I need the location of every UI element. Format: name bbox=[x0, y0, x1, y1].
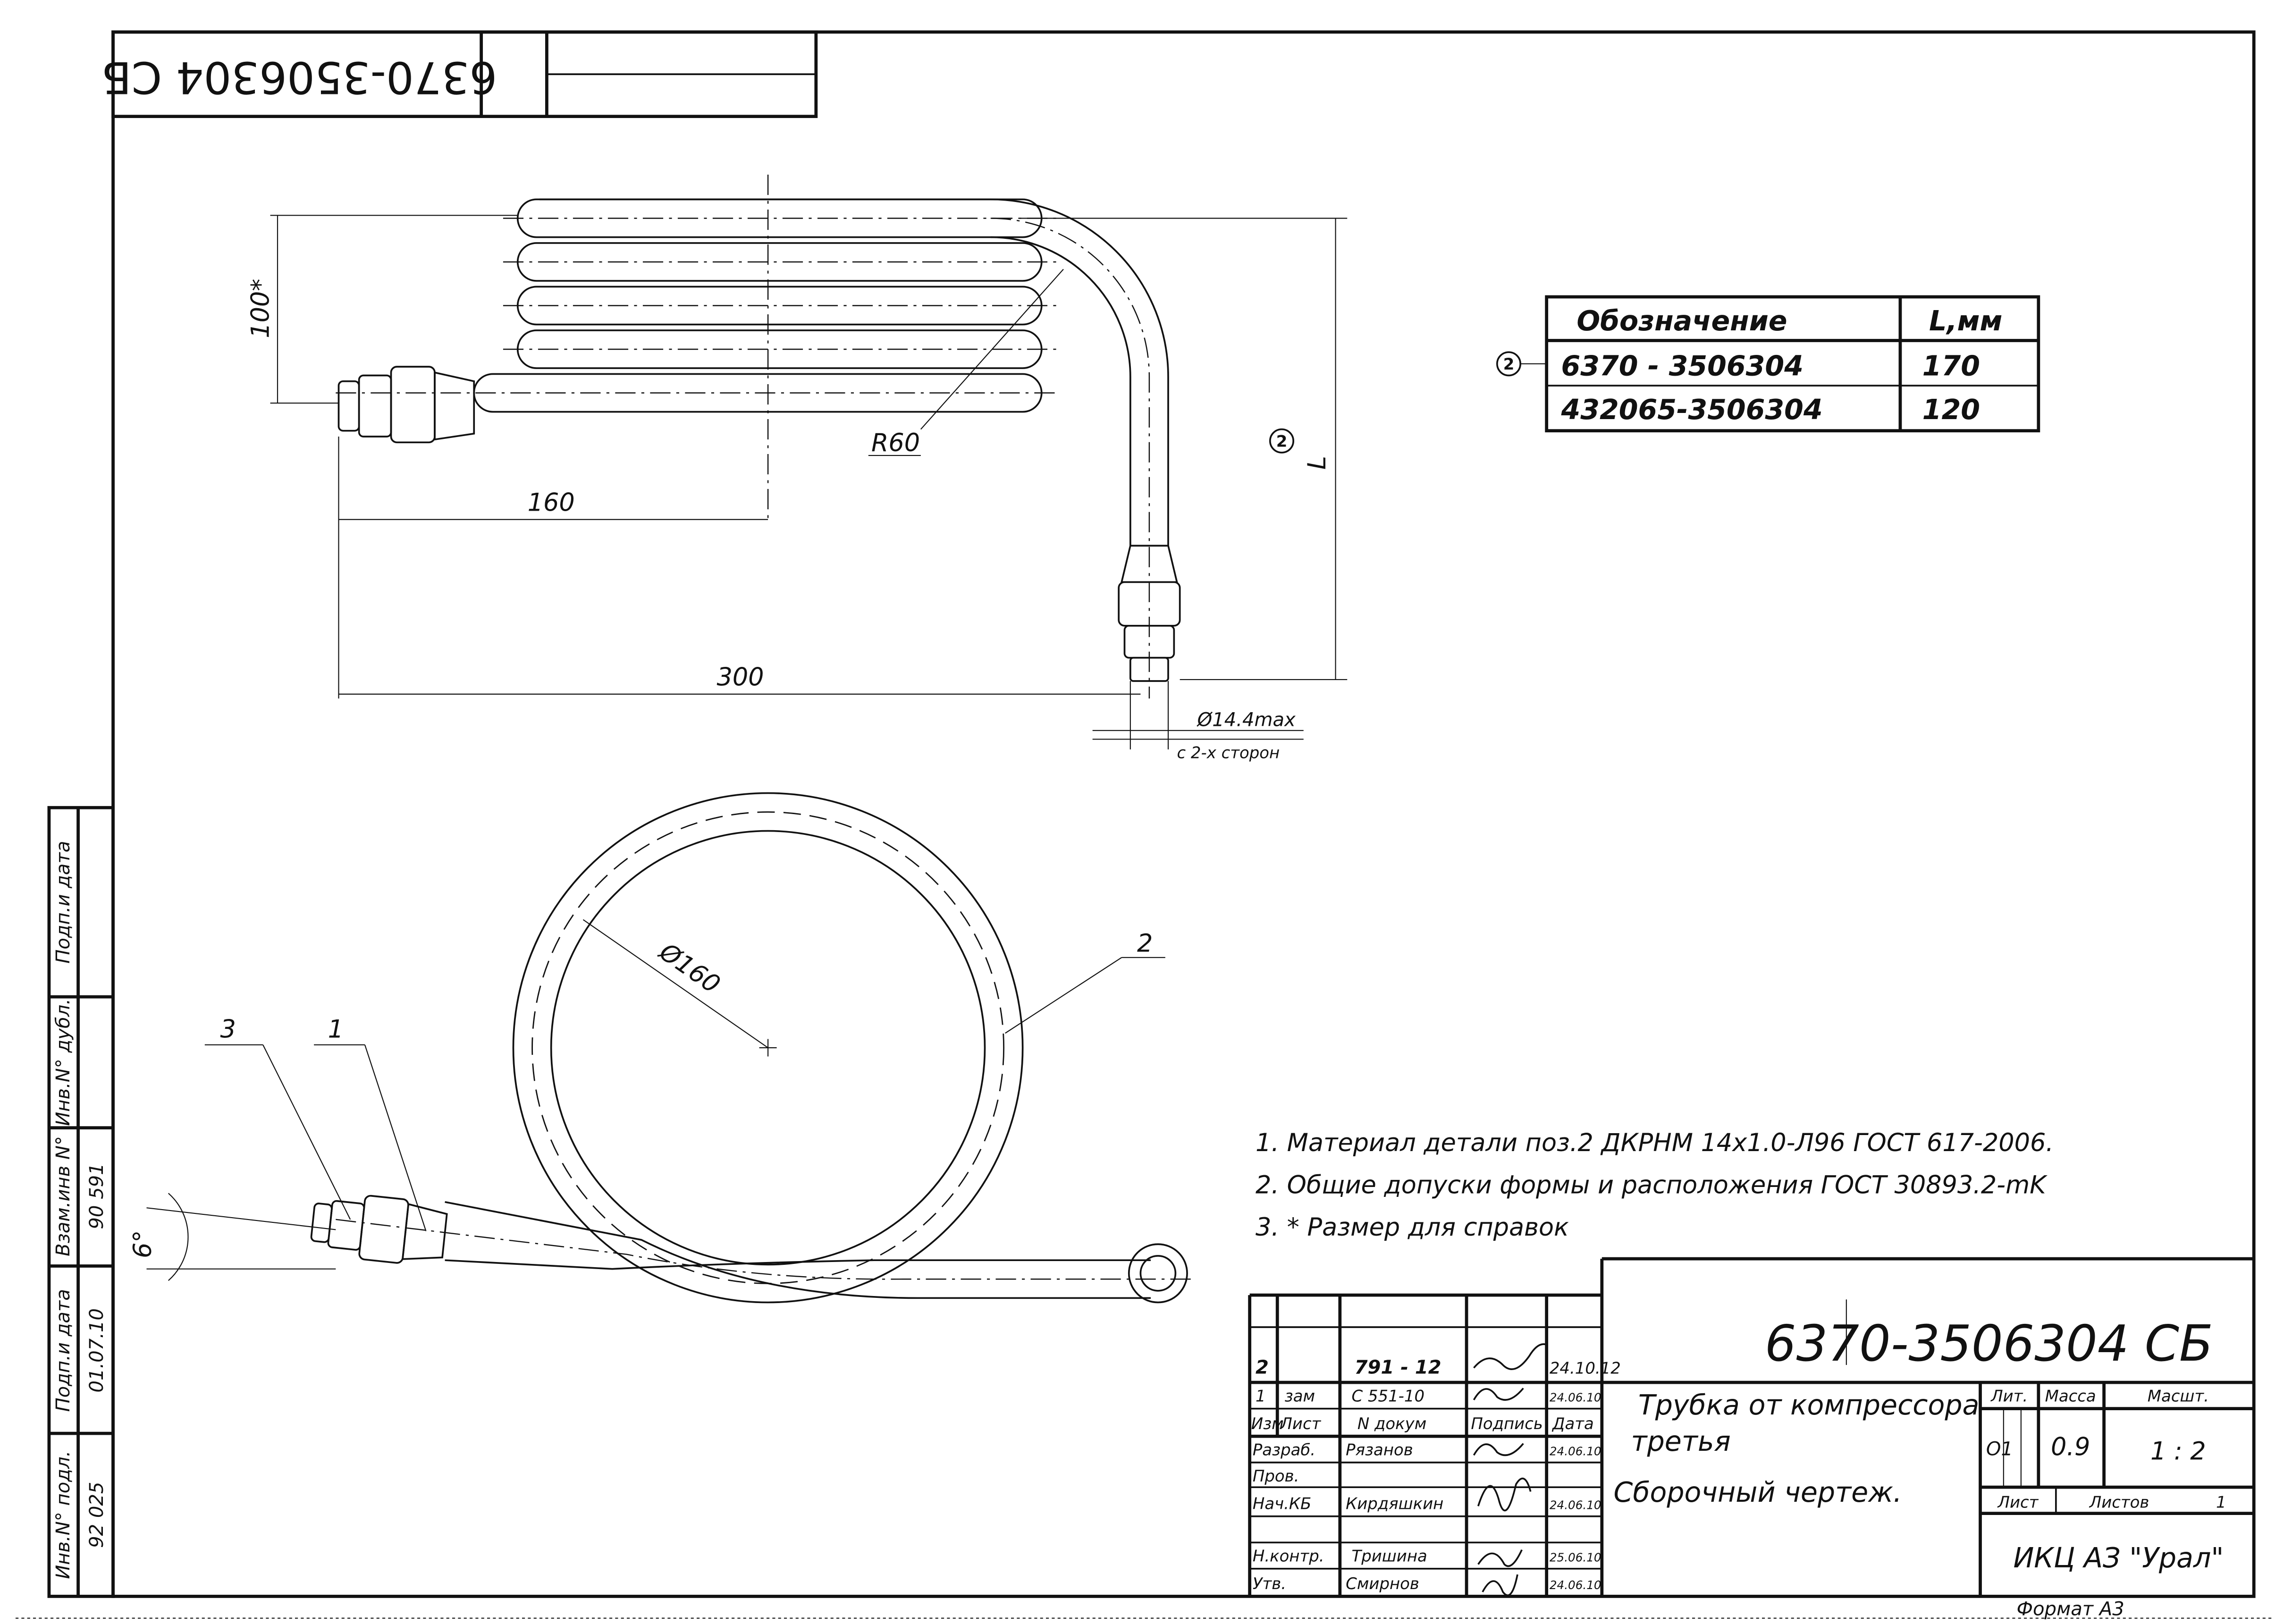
change-1-list: зам bbox=[1285, 1387, 1315, 1405]
svg-text:3: 3 bbox=[220, 1015, 236, 1043]
change-2-izm: 2 bbox=[1256, 1357, 1269, 1379]
dimension-diameter: Ø14.4max с 2-х сторон bbox=[1092, 681, 1304, 762]
svg-text:Лит.: Лит. bbox=[1990, 1387, 2028, 1405]
note-3: 3. * Размер для справок bbox=[1256, 1213, 1569, 1242]
title-doc-type: Сборочный чертеж. bbox=[1614, 1476, 1902, 1508]
signatures bbox=[1473, 1343, 1547, 1596]
svg-text:160: 160 bbox=[528, 488, 575, 517]
variants-header-designation: Обозначение bbox=[1576, 305, 1787, 337]
fitting-right bbox=[1118, 545, 1181, 682]
variants-header-length: L,мм bbox=[1929, 305, 2002, 337]
variants-row-2-designation: 432065-3506304 bbox=[1561, 394, 1823, 426]
angle-6: 6° bbox=[128, 1193, 336, 1281]
svg-text:Ø14.4max: Ø14.4max bbox=[1197, 709, 1296, 731]
scale-value: 1 : 2 bbox=[2150, 1437, 2206, 1466]
svg-text:Н.контр.: Н.контр. bbox=[1253, 1547, 1324, 1565]
variants-table: 2 Обозначение L,мм 6370 - 3506304 170 43… bbox=[1496, 295, 2040, 433]
dimension-r60: R60 bbox=[868, 269, 1064, 457]
svg-text:Лист: Лист bbox=[1279, 1414, 1321, 1433]
side-value-inv-podl: 92 025 bbox=[86, 1482, 108, 1548]
fitting-left bbox=[337, 366, 475, 444]
side-strip: Инв.N° подл. Подп.и дата Взам.инв N° Инв… bbox=[47, 806, 115, 1598]
change-1-doc: С 551-10 bbox=[1352, 1387, 1425, 1405]
svg-text:Масшт.: Масшт. bbox=[2148, 1387, 2209, 1405]
note-2: 2. Общие допуски формы и расположения ГО… bbox=[1256, 1170, 2048, 1199]
dimension-L: 2 L bbox=[1020, 218, 1348, 680]
svg-text:L: L bbox=[1303, 456, 1332, 470]
svg-text:25.06.10: 25.06.10 bbox=[1550, 1550, 1601, 1564]
dimension-160: 160 bbox=[338, 437, 768, 698]
side-value-vzam-inv: 90 591 bbox=[86, 1163, 108, 1229]
svg-text:с 2-х сторон: с 2-х сторон bbox=[1177, 743, 1280, 762]
svg-text:Разраб.: Разраб. bbox=[1253, 1440, 1315, 1459]
sheets-value: 1 bbox=[2216, 1493, 2226, 1511]
svg-text:Лист: Лист bbox=[1997, 1493, 2039, 1511]
end-fitting bbox=[1128, 1243, 1188, 1304]
side-value-podp-data: 01.07.10 bbox=[86, 1308, 108, 1392]
svg-text:Дата: Дата bbox=[1551, 1414, 1594, 1433]
svg-text:Пров.: Пров. bbox=[1253, 1467, 1299, 1485]
change-1-izm: 1 bbox=[1256, 1387, 1266, 1405]
svg-text:Ø160: Ø160 bbox=[653, 937, 725, 999]
dimension-300: 300 bbox=[338, 663, 1141, 695]
top-stamp-designation: 6370-3506304 СБ bbox=[101, 52, 497, 103]
svg-text:Изм: Изм bbox=[1251, 1414, 1284, 1433]
fitting-bottom-left bbox=[310, 1195, 448, 1264]
tube-bend bbox=[539, 198, 1169, 546]
svg-text:2: 2 bbox=[1276, 432, 1288, 451]
coil-outer bbox=[512, 792, 1024, 1304]
title-name-line1: Трубка от компрессора bbox=[1638, 1389, 1980, 1421]
variants-callout: 2 bbox=[1503, 355, 1515, 373]
svg-text:Утв.: Утв. bbox=[1253, 1574, 1286, 1593]
top-stamp: 6370-3506304 СБ bbox=[101, 30, 818, 118]
change-2-doc: 791 - 12 bbox=[1355, 1357, 1441, 1379]
coil-inner bbox=[550, 830, 986, 1266]
change-2-date: 24.10.12 bbox=[1550, 1359, 1621, 1378]
svg-text:1: 1 bbox=[328, 1015, 344, 1043]
sheet-format: Формат А3 bbox=[2017, 1599, 2124, 1620]
svg-text:2: 2 bbox=[1137, 929, 1153, 958]
svg-text:Рязанов: Рязанов bbox=[1346, 1440, 1413, 1459]
lit-value: О1 bbox=[1986, 1438, 2013, 1460]
svg-text:Тришина: Тришина bbox=[1352, 1547, 1427, 1565]
side-label-vzam-inv: Взам.инв N° bbox=[52, 1136, 74, 1256]
variants-row-2-length: 120 bbox=[1922, 394, 1980, 426]
title-designation: 6370-3506304 СБ bbox=[1765, 1315, 2213, 1372]
svg-text:100*: 100* bbox=[246, 279, 275, 338]
leader-3: 3 bbox=[204, 1015, 351, 1220]
dimension-100: 100* bbox=[246, 215, 518, 404]
organization: ИКЦ АЗ "Урал" bbox=[2013, 1542, 2224, 1574]
variants-row-1-length: 170 bbox=[1922, 350, 1980, 382]
side-label-inv-dubl: Инв.N° дубл. bbox=[52, 999, 74, 1126]
svg-text:Нач.КБ: Нач.КБ bbox=[1253, 1494, 1311, 1513]
svg-text:Масса: Масса bbox=[2045, 1387, 2096, 1405]
technical-notes: 1. Материал детали поз.2 ДКРНМ 14х1.0-Л9… bbox=[1256, 1128, 2054, 1242]
svg-text:Подпись: Подпись bbox=[1471, 1414, 1543, 1433]
change-1-date: 24.06.10 bbox=[1550, 1390, 1601, 1404]
note-1: 1. Материал детали поз.2 ДКРНМ 14х1.0-Л9… bbox=[1256, 1128, 2054, 1157]
mass-value: 0.9 bbox=[2051, 1432, 2090, 1461]
leader-2: 2 bbox=[1005, 929, 1165, 1034]
coil-loops bbox=[336, 175, 1056, 524]
svg-text:300: 300 bbox=[716, 663, 764, 691]
svg-text:Кирдяшкин: Кирдяшкин bbox=[1346, 1494, 1443, 1513]
svg-text:24.06.10: 24.06.10 bbox=[1550, 1578, 1601, 1592]
svg-text:24.06.10: 24.06.10 bbox=[1550, 1444, 1601, 1458]
svg-text:Смирнов: Смирнов bbox=[1346, 1574, 1419, 1593]
svg-text:24.06.10: 24.06.10 bbox=[1550, 1498, 1601, 1512]
bottom-view: Ø160 6° 3 1 2 bbox=[128, 792, 1195, 1304]
top-view: 100* 160 300 R60 2 L Ø1 bbox=[246, 175, 1348, 762]
title-name-line2: третья bbox=[1631, 1425, 1731, 1457]
svg-text:Листов: Листов bbox=[2089, 1493, 2149, 1511]
side-label-podp-data-2: Подп.и дата bbox=[52, 841, 74, 964]
side-label-inv-podl: Инв.N° подл. bbox=[52, 1451, 74, 1579]
leader-1: 1 bbox=[314, 1015, 427, 1231]
variants-row-1-designation: 6370 - 3506304 bbox=[1561, 350, 1804, 382]
svg-text:6°: 6° bbox=[128, 1230, 157, 1258]
svg-text:N докум: N докум bbox=[1357, 1414, 1426, 1433]
title-block: 6370-3506304 СБ Трубка от компрессора тр… bbox=[1248, 1257, 2254, 1620]
svg-text:R60: R60 bbox=[871, 429, 920, 457]
side-label-podp-data-1: Подп.и дата bbox=[52, 1289, 74, 1412]
